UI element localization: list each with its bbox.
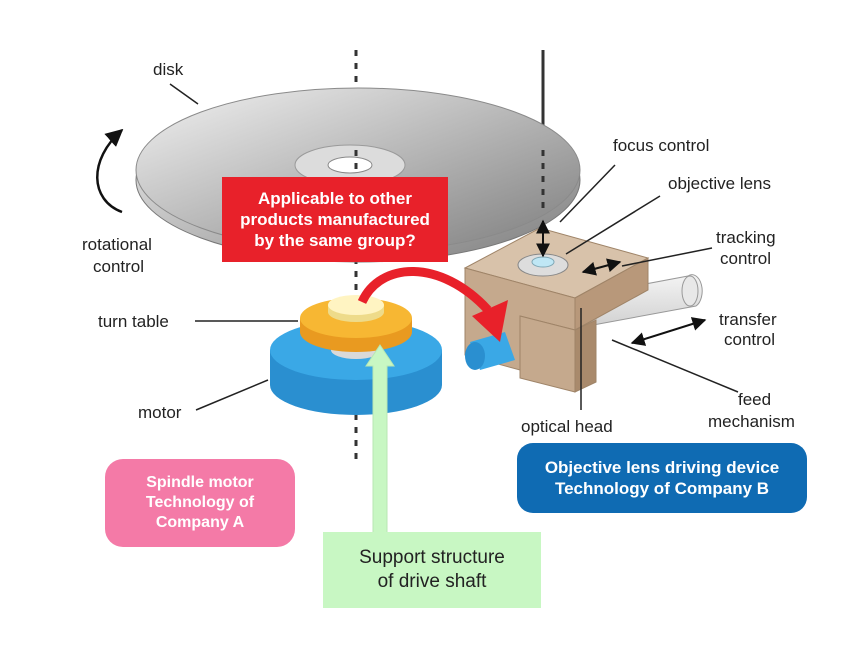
objective-lens-device-callout: Objective lens driving device Technology… — [517, 443, 807, 513]
support-line-2: of drive shaft — [377, 571, 487, 592]
spindle-line-1: Spindle motor — [146, 474, 254, 491]
support-structure-callout: Support structure of drive shaft — [323, 532, 541, 608]
applicability-arrow-head — [472, 300, 508, 342]
label-optical-head: optical head — [521, 417, 613, 436]
optical-head — [463, 227, 650, 393]
focus-control-leader — [559, 164, 616, 223]
label-rotational: rotational — [82, 235, 152, 254]
label-feed-mechanism: mechanism — [708, 412, 795, 431]
spindle-motor-callout: Spindle motor Technology of Company A — [105, 459, 295, 547]
objective-line-1: Objective lens driving device — [544, 457, 780, 477]
label-disk: disk — [153, 60, 184, 79]
objective-lens-leader — [565, 195, 661, 255]
label-rotational-control: control — [93, 257, 144, 276]
disk-leader — [169, 83, 199, 105]
question-line-1: Applicable to other — [258, 188, 412, 208]
question-line-3: by the same group? — [254, 231, 416, 251]
label-feed: feed — [738, 390, 771, 409]
head-connector — [465, 332, 515, 370]
label-transfer: transfer — [719, 310, 777, 329]
label-motor: motor — [138, 403, 182, 422]
spindle-line-2: Technology of — [145, 494, 255, 511]
tracking-control-arrow — [581, 258, 622, 276]
motor-leader — [195, 379, 269, 411]
label-turn-table: turn table — [98, 312, 169, 331]
applicability-arrow — [357, 267, 492, 314]
support-line-1: Support structure — [359, 547, 505, 569]
label-transfer-control: control — [724, 330, 775, 349]
objective-line-2: Technology of Company B — [554, 479, 770, 498]
label-objective-lens: objective lens — [668, 174, 771, 193]
turn-table — [300, 295, 412, 352]
feed-mechanism-leader — [611, 339, 739, 393]
label-tracking-control: control — [720, 249, 771, 268]
label-tracking: tracking — [716, 228, 776, 247]
rotation-arrow — [96, 128, 124, 214]
support-arrow — [365, 344, 395, 535]
spindle-line-3: Company A — [155, 514, 245, 531]
label-focus-control: focus control — [613, 136, 709, 155]
transfer-control-arrow — [630, 317, 707, 346]
question-callout: Applicable to other products manufacture… — [222, 177, 448, 262]
question-line-2: products manufactured — [240, 209, 430, 229]
tracking-control-leader — [621, 247, 713, 267]
